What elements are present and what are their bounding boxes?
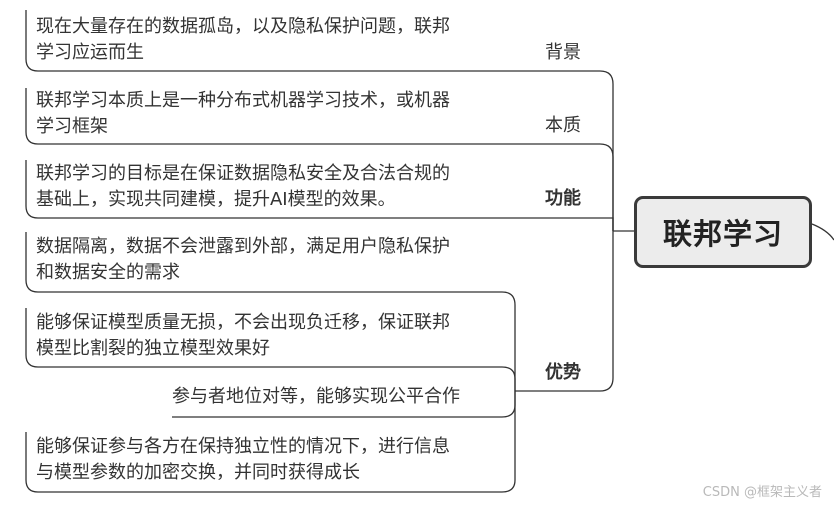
branch-label-function[interactable]: 功能 xyxy=(545,188,581,209)
leaf-essence-text[interactable]: 联邦学习本质上是一种分布式机器学习技术，或机器 学习框架 xyxy=(36,90,450,137)
watermark: CSDN @框架主义者 xyxy=(702,485,822,500)
connector-background xyxy=(532,70,614,231)
root-right-stub xyxy=(811,223,834,241)
leaf-line-1 xyxy=(25,10,532,72)
leaf-line-3 xyxy=(25,160,532,219)
root-title: 联邦学习 xyxy=(662,217,783,251)
leaf-line-2 xyxy=(25,88,532,145)
advantage-leaf-4 xyxy=(25,391,516,493)
leaf-advantage-2-text[interactable]: 能够保证模型质量无损，不会出现负迁移，保证联邦 模型比割裂的独立模型效果好 xyxy=(36,312,450,359)
leaf-advantage-4-text[interactable]: 能够保证参与各方在保持独立性的情况下，进行信息 与模型参数的加密交换，并同时获得… xyxy=(36,436,450,483)
advantage-spine xyxy=(25,232,516,391)
branch-label-essence[interactable]: 本质 xyxy=(545,115,581,136)
connector-function xyxy=(532,217,614,231)
leaf-background-text[interactable]: 现在大量存在的数据孤岛，以及隐私保护问题，联邦 学习应运而生 xyxy=(36,16,450,63)
connector-advantage xyxy=(532,231,614,392)
advantage-leaf-2 xyxy=(25,308,516,391)
connector-essence xyxy=(532,143,614,231)
branch-label-background[interactable]: 背景 xyxy=(545,42,581,63)
leaf-advantage-3-text[interactable]: 参与者地位对等，能够实现公平合作 xyxy=(172,386,460,407)
leaf-function-text[interactable]: 联邦学习的目标是在保证数据隐私安全及合法合规的 基础上，实现共同建模，提升AI模… xyxy=(36,163,450,210)
root-node[interactable]: 联邦学习 xyxy=(634,196,812,268)
leaf-advantage-1-text[interactable]: 数据隔离，数据不会泄露到外部，满足用户隐私保护 和数据安全的需求 xyxy=(36,236,450,283)
branch-label-advantage[interactable]: 优势 xyxy=(545,362,581,383)
